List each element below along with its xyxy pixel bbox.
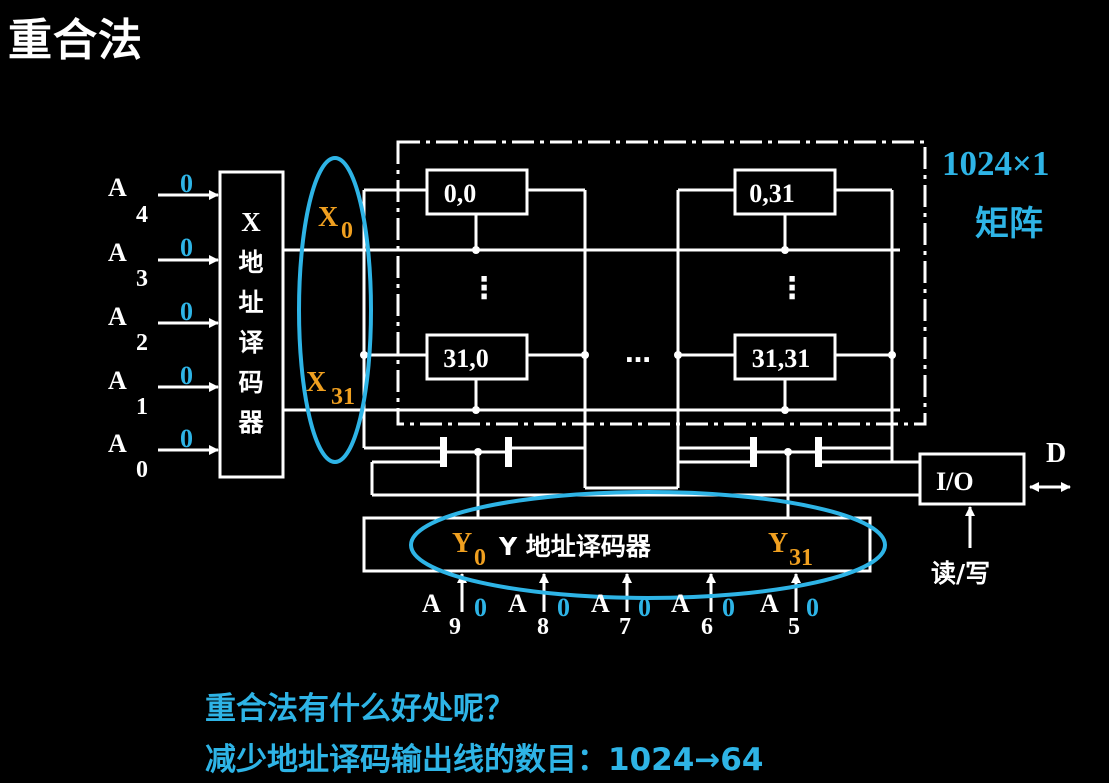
x-input-value: 0 <box>180 297 193 326</box>
gate-bar <box>815 437 822 467</box>
slide-title: 重合法 <box>8 15 143 66</box>
cell-label: 0,31 <box>749 179 795 208</box>
x-input-value: 0 <box>180 424 193 453</box>
gate-bar <box>440 437 447 467</box>
gate-bar <box>505 437 512 467</box>
y-input-sub: 8 <box>537 614 549 640</box>
x-input-name: A <box>108 429 127 458</box>
cell-label: 31,31 <box>752 344 811 373</box>
x0-label: X <box>318 202 338 233</box>
x-decoder-char: 码 <box>238 368 263 397</box>
data-label: D <box>1046 438 1066 469</box>
x-input-sub: 0 <box>136 457 148 483</box>
y-input-sub: 5 <box>788 614 800 640</box>
x-input-name: A <box>108 302 127 331</box>
x0-sub: 0 <box>341 218 353 244</box>
y0-sub: 0 <box>474 545 486 571</box>
y-input-value: 0 <box>806 593 819 622</box>
x-input-value: 0 <box>180 169 193 198</box>
y-input-name: A <box>508 589 527 618</box>
cell-label: 0,0 <box>444 179 477 208</box>
y-input-sub: 9 <box>449 614 461 640</box>
x-input-sub: 1 <box>136 394 148 420</box>
x-decoder-char: 地 <box>238 248 263 277</box>
matrix-border <box>396 140 927 426</box>
cell-label: 31,0 <box>443 344 489 373</box>
y-input-value: 0 <box>474 593 487 622</box>
x-lines-highlight <box>297 156 373 464</box>
x31-label: X <box>306 367 326 398</box>
x31-sub: 31 <box>331 384 355 410</box>
y0-label: Y <box>452 528 472 559</box>
vertical-dots: ⋮ <box>777 271 807 306</box>
bottom-answer: 减少地址译码输出线的数目：1024→64 <box>205 742 764 778</box>
y-decoder-box <box>362 516 872 573</box>
x-input-name: A <box>108 366 127 395</box>
matrix-size-label: 1024×1 <box>942 144 1050 183</box>
x-input-value: 0 <box>180 233 193 262</box>
y-input-name: A <box>671 589 690 618</box>
y-input-value: 0 <box>557 593 570 622</box>
bottom-question: 重合法有什么好处呢？ <box>205 691 515 727</box>
y-lines-highlight <box>409 490 887 600</box>
x-input-sub: 4 <box>136 202 148 228</box>
y-input-sub: 6 <box>701 614 713 640</box>
horizontal-dots: … <box>625 339 651 369</box>
y-input-value: 0 <box>722 593 735 622</box>
y-input-name: A <box>591 589 610 618</box>
y-decoder-label: Y 地址译码器 <box>498 532 652 561</box>
read-write-label: 读/写 <box>931 559 990 588</box>
x-decoder-char: 器 <box>237 408 264 437</box>
x-input-value: 0 <box>180 361 193 390</box>
y-input-name: A <box>760 589 779 618</box>
x-input-name: A <box>108 238 127 267</box>
y-input-name: A <box>422 589 441 618</box>
vertical-dots: ⋮ <box>469 271 499 306</box>
x-input-name: A <box>108 173 127 202</box>
y-input-value: 0 <box>638 593 651 622</box>
x-input-sub: 3 <box>136 266 148 292</box>
x-decoder-box <box>218 170 285 479</box>
x-input-sub: 2 <box>136 330 148 356</box>
cell-0-0 <box>425 168 529 216</box>
y-input-sub: 7 <box>619 614 631 640</box>
gate-bar <box>750 437 757 467</box>
y31-label: Y <box>768 528 788 559</box>
x-decoder-char: X <box>241 207 261 237</box>
x-decoder-char: 址 <box>238 288 263 317</box>
x-decoder-char: 译 <box>238 328 264 357</box>
io-label: I/O <box>936 467 974 496</box>
io-box <box>918 452 1026 506</box>
y31-sub: 31 <box>789 545 813 571</box>
matrix-word-label: 矩阵 <box>975 204 1043 244</box>
